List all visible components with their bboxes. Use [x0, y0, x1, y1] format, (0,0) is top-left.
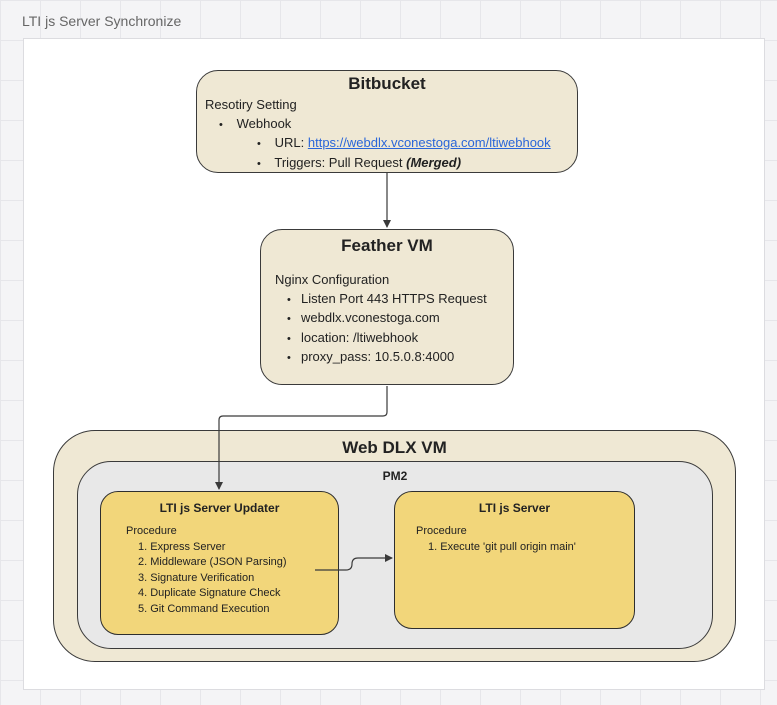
procedure-step: 1. Execute 'git pull origin main'	[428, 540, 576, 553]
bitbucket-title: Bitbucket	[348, 74, 426, 93]
lti-server-card[interactable]: LTI js Server Procedure 1. Execute 'git …	[394, 491, 635, 629]
procedure-step: 4. Duplicate Signature Check	[138, 587, 281, 599]
triggers-emphasis: (Merged)	[406, 154, 462, 170]
bitbucket-node[interactable]: Bitbucket Resotiry Setting Webhook URL: …	[196, 70, 578, 173]
procedure-steps: 1. Execute 'git pull origin main'	[416, 540, 576, 556]
lti-server-procedure: Procedure 1. Execute 'git pull origin ma…	[416, 524, 576, 555]
procedure-label: Procedure	[416, 525, 467, 537]
webhook-url-link[interactable]: https://webdlx.vconestoga.com/ltiwebhook	[307, 135, 551, 150]
procedure-step: 5. Git Command Execution	[138, 602, 270, 615]
frame-title: LTI js Server Synchronize	[22, 13, 182, 29]
procedure-step: 1. Express Server	[138, 540, 226, 553]
url-label: URL:	[274, 135, 308, 150]
webhook-item: Webhook	[205, 115, 551, 135]
procedure-label: Procedure	[126, 525, 177, 537]
nginx-item: location: /ltiwebhook	[275, 329, 487, 349]
webhook-triggers-item: Triggers: Pull Request (Merged)	[205, 154, 551, 174]
feather-vm-node[interactable]: Feather VM Nginx Configuration Listen Po…	[260, 229, 514, 385]
lti-updater-title: LTI js Server Updater	[159, 501, 280, 515]
web-dlx-vm-title: Web DLX VM	[342, 438, 447, 457]
webhook-url-item: URL: https://webdlx.vconestoga.com/ltiwe…	[205, 134, 551, 154]
nginx-item: proxy_pass: 10.5.0.8:4000	[275, 348, 487, 368]
bitbucket-body: Resotiry Setting Webhook URL: https://we…	[205, 96, 551, 173]
lti-updater-procedure: Procedure 1. Express Server 2. Middlewar…	[126, 524, 287, 617]
nginx-item: Listen Port 443 HTTPS Request	[275, 290, 487, 310]
webhook-label: Webhook	[236, 115, 292, 131]
feather-vm-body: Nginx Configuration Listen Port 443 HTTP…	[275, 271, 487, 368]
lti-server-title: LTI js Server	[478, 501, 551, 515]
pm2-label: PM2	[382, 469, 408, 483]
procedure-step: 3. Signature Verification	[138, 571, 255, 584]
triggers-label: Triggers: Pull Request	[274, 154, 407, 170]
feather-vm-title: Feather VM	[341, 236, 433, 255]
lti-updater-card[interactable]: LTI js Server Updater Procedure 1. Expre…	[100, 491, 339, 635]
procedure-step: 2. Middleware (JSON Parsing)	[138, 556, 287, 568]
procedure-steps: 1. Express Server 2. Middleware (JSON Pa…	[126, 540, 287, 618]
nginx-config-heading: Nginx Configuration	[275, 272, 390, 287]
nginx-item: webdlx.vconestoga.com	[275, 309, 487, 329]
repository-setting-heading: Resotiry Setting	[205, 97, 297, 112]
